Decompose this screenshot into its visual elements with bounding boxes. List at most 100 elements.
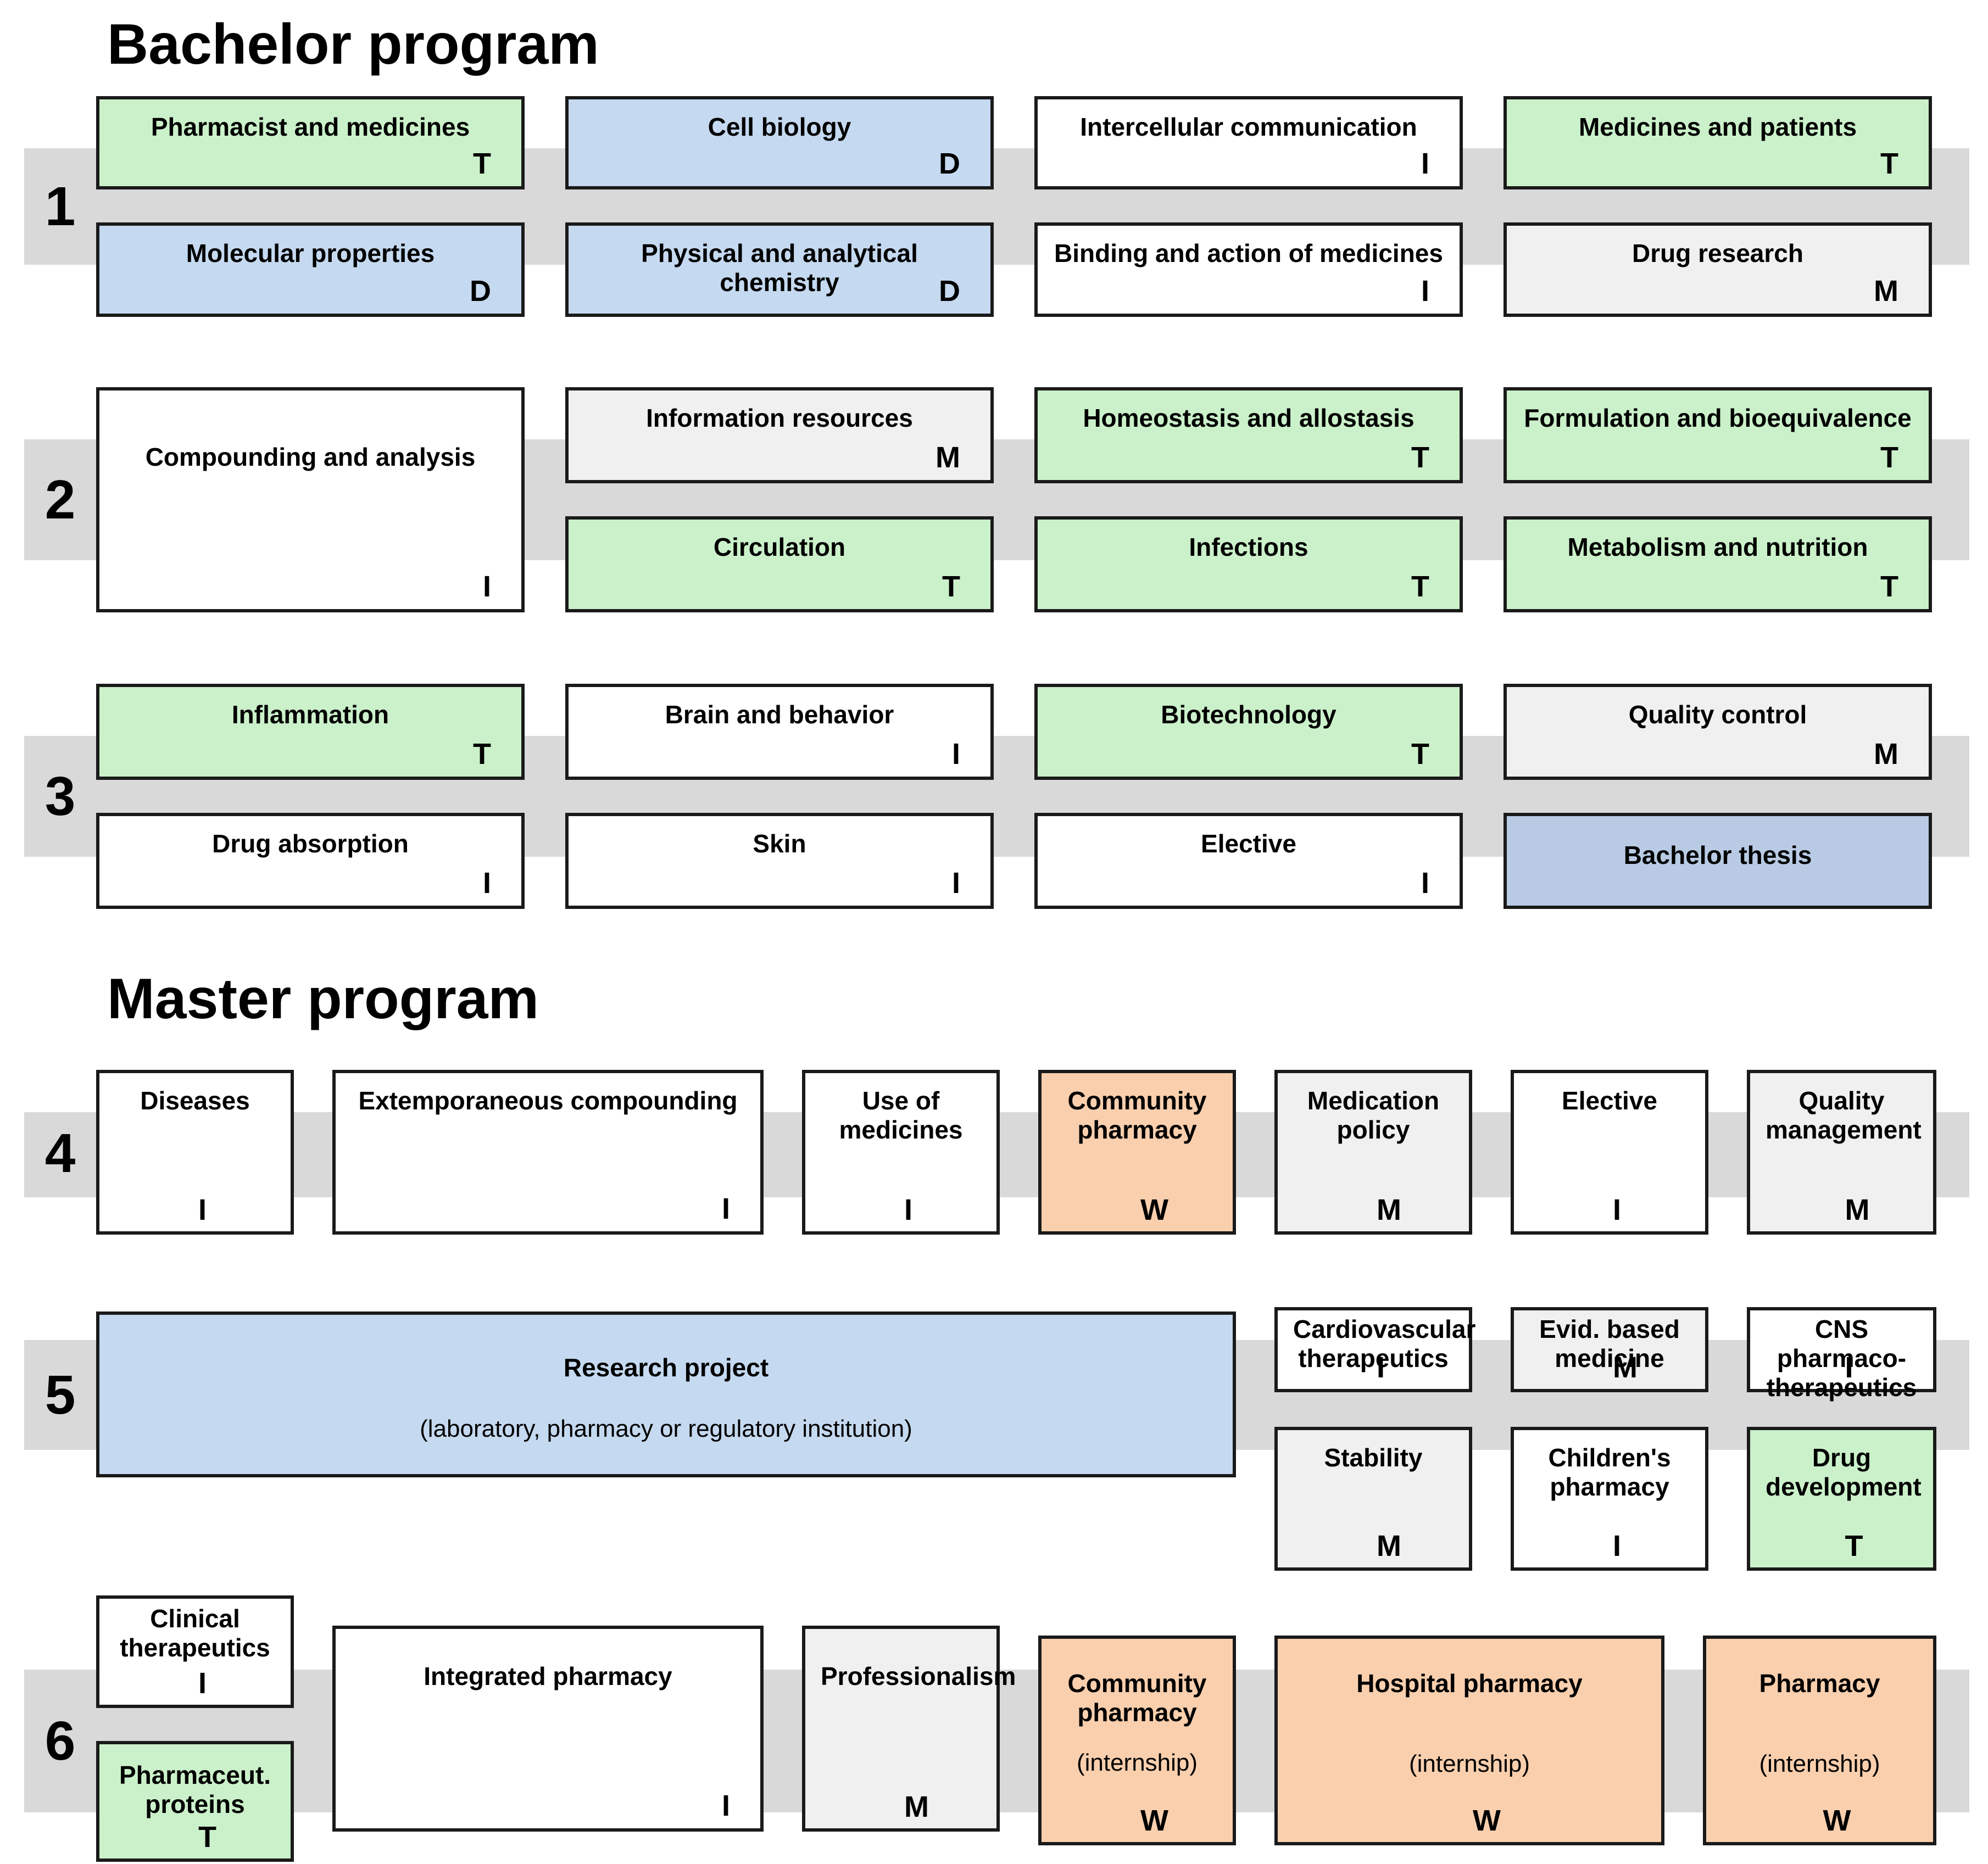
- course-code-letter: W: [1823, 1804, 1851, 1837]
- course-label: Brain and behavior: [665, 700, 894, 729]
- course-code-letter: I: [482, 570, 491, 603]
- course-code-letter: I: [198, 1666, 207, 1700]
- course-code-letter: I: [904, 1193, 913, 1226]
- course-code-letter: T: [198, 1820, 216, 1854]
- course-label: Extemporaneous compounding: [358, 1086, 738, 1115]
- course-label: Information resources: [646, 404, 913, 432]
- course-label: Drug research: [1632, 239, 1803, 267]
- year-2-number: 2: [44, 469, 76, 531]
- course-label: Cardiovascular therapeutics: [1293, 1315, 1476, 1372]
- course-label: Skin: [753, 829, 806, 858]
- course-code-letter: I: [1421, 866, 1429, 900]
- course-code-letter: M: [1845, 1193, 1870, 1226]
- course-label: Integrated pharmacy: [424, 1662, 672, 1690]
- course-label: Children's pharmacy: [1548, 1443, 1671, 1501]
- course-code-letter: I: [198, 1193, 207, 1226]
- course-sublabel: (internship): [1076, 1749, 1198, 1776]
- year-5-number: 5: [44, 1364, 76, 1426]
- course-code-letter: M: [1874, 737, 1898, 771]
- course-label: Elective: [1562, 1086, 1657, 1115]
- year-1-number: 1: [44, 176, 76, 237]
- course-code-letter: T: [473, 737, 491, 771]
- course-code-letter: T: [1880, 570, 1898, 603]
- course-box: Bachelor thesis: [1503, 813, 1932, 909]
- course-code-letter: D: [470, 274, 491, 308]
- course-code-letter: I: [951, 737, 960, 771]
- course-code-letter: W: [1140, 1193, 1168, 1226]
- course-label: Pharmaceut. proteins: [119, 1761, 271, 1818]
- course-code-letter: M: [1874, 274, 1898, 308]
- course-label: Community pharmacy: [1067, 1086, 1207, 1144]
- course-label: Cell biology: [708, 113, 851, 141]
- course-label: Research project: [563, 1353, 769, 1382]
- course-label: Metabolism and nutrition: [1567, 533, 1868, 561]
- course-label: Pharmacist and medicines: [151, 113, 470, 141]
- course-label: Pharmacy: [1759, 1669, 1880, 1698]
- course-label: Quality management: [1766, 1086, 1922, 1144]
- course-label: Binding and action of medicines: [1054, 239, 1443, 267]
- bachelor-program-title: Bachelor program: [107, 13, 599, 76]
- course-box: Research project(laboratory, pharmacy or…: [96, 1312, 1236, 1477]
- course-sublabel: (internship): [1408, 1750, 1530, 1777]
- course-label: Drug absorption: [212, 829, 409, 858]
- course-code-letter: I: [951, 866, 960, 900]
- course-code-letter: T: [942, 570, 960, 603]
- course-label: Drug development: [1766, 1443, 1922, 1501]
- course-label: Infections: [1189, 533, 1308, 561]
- course-code-letter: D: [939, 274, 960, 308]
- course-label: Inflammation: [231, 700, 389, 729]
- course-box: Community pharmacy(internship)W: [1038, 1636, 1236, 1845]
- course-label: Bachelor thesis: [1623, 841, 1812, 869]
- course-code-letter: I: [1377, 1350, 1385, 1384]
- course-code-letter: W: [1140, 1804, 1168, 1837]
- course-code-letter: T: [1411, 570, 1429, 603]
- course-code-letter: I: [721, 1192, 730, 1225]
- course-code-letter: I: [482, 866, 491, 900]
- course-code-letter: T: [1411, 440, 1429, 474]
- course-label: Evid. based medicine: [1539, 1315, 1680, 1372]
- course-label: Use of medicines: [839, 1086, 963, 1144]
- course-code-letter: T: [1880, 440, 1898, 474]
- course-label: Formulation and bioequivalence: [1524, 404, 1912, 432]
- course-label: Intercellular communication: [1080, 113, 1417, 141]
- course-code-letter: I: [721, 1789, 730, 1822]
- year-6-number: 6: [44, 1710, 76, 1772]
- course-label: Hospital pharmacy: [1356, 1669, 1583, 1698]
- course-code-letter: M: [1377, 1193, 1401, 1226]
- course-label: Biotechnology: [1161, 700, 1337, 729]
- course-box: Pharmacy(internship)W: [1703, 1636, 1936, 1845]
- course-label: Medication policy: [1307, 1086, 1440, 1144]
- course-code-letter: T: [1845, 1529, 1863, 1562]
- course-label: Stability: [1324, 1443, 1423, 1472]
- course-label: Clinical therapeutics: [120, 1604, 270, 1662]
